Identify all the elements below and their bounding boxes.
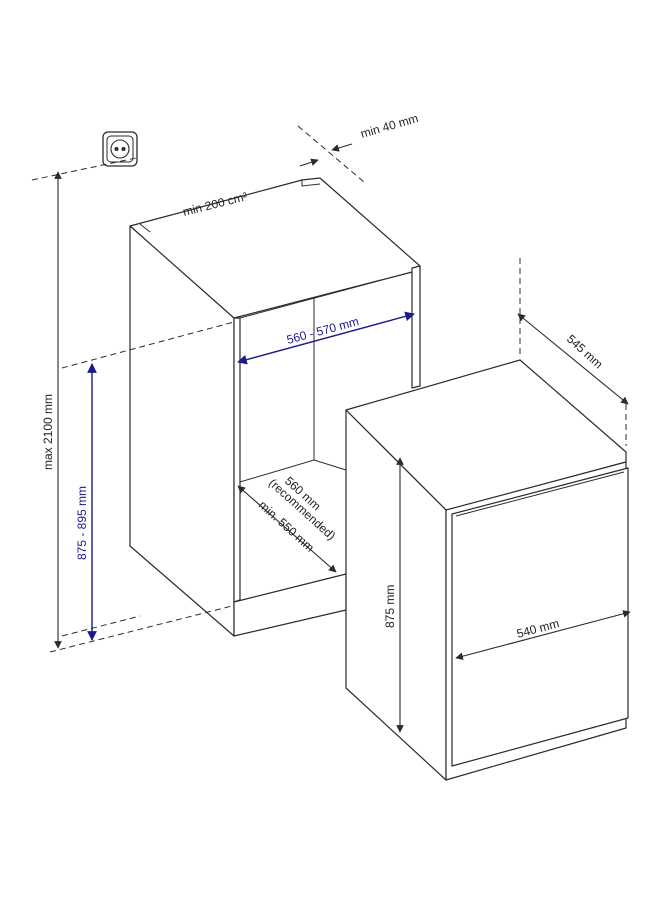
dim-niche-height: 875 - 895 mm — [61, 321, 235, 641]
dim-min-gap: min 40 mm — [297, 111, 420, 183]
cabinet-plinth — [233, 573, 347, 637]
min-gap-label: min 40 mm — [359, 111, 420, 141]
dim-max-height: max 2100 mm — [31, 157, 233, 653]
dim-unit-height: 875 mm — [383, 457, 404, 733]
max-height-label: max 2100 mm — [41, 394, 55, 470]
dim-niche-depth: 560 mm (recommended) min. 550 mm — [237, 474, 338, 573]
unit-depth-label: 545 mm — [564, 332, 606, 371]
niche-height-label: 875 - 895 mm — [75, 486, 89, 560]
power-socket-icon — [102, 131, 138, 167]
fridge-door — [451, 467, 629, 767]
unit-height-label: 875 mm — [383, 585, 397, 628]
niche-width-label: 560 - 570 mm — [285, 314, 360, 347]
dim-niche-width: 560 - 570 mm — [237, 311, 415, 365]
fridge-unit — [345, 359, 629, 781]
